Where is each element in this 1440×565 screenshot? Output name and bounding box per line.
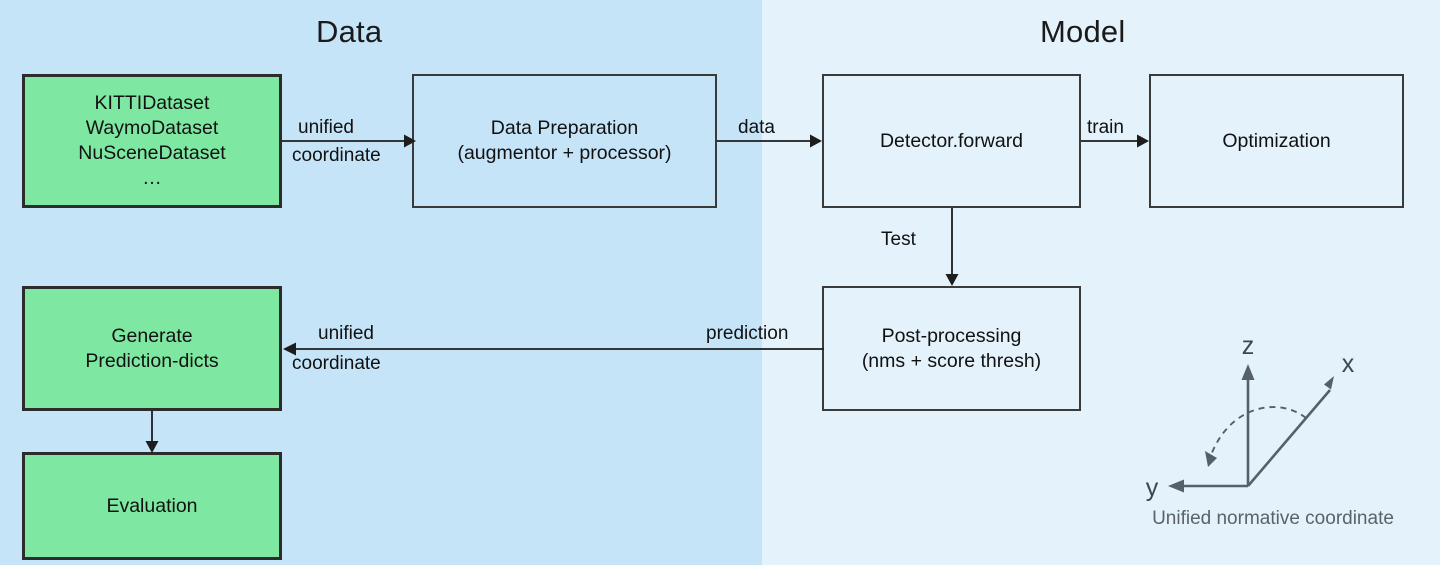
panel-title-model: Model (1040, 14, 1126, 49)
node-generate-prediction-dicts[interactable]: Generate Prediction-dicts (22, 286, 282, 411)
edge-label-prediction: prediction (706, 323, 789, 344)
edge-label-data: data (738, 117, 775, 138)
node-evaluation[interactable]: Evaluation (22, 452, 282, 560)
edge-post-processing-to-generate (282, 332, 824, 366)
edge-label-test: Test (881, 229, 916, 250)
edge-detector-to-optimization (1081, 124, 1151, 158)
node-datasets[interactable]: KITTIDataset WaymoDataset NuSceneDataset… (22, 74, 282, 208)
edge-datasets-to-data-preparation (282, 124, 418, 158)
node-optimization[interactable]: Optimization (1149, 74, 1404, 208)
edge-label-coordinate-bottom: coordinate (292, 353, 381, 374)
coordinate-widget-caption: Unified normative coordinate (1152, 508, 1394, 529)
edge-label-unified-bottom: unified (318, 323, 374, 344)
edge-data-preparation-to-detector (717, 124, 824, 158)
edge-generate-to-evaluation (140, 411, 166, 455)
edge-label-unified-top: unified (298, 117, 354, 138)
node-data-preparation[interactable]: Data Preparation (augmentor + processor) (412, 74, 717, 208)
node-post-processing[interactable]: Post-processing (nms + score thresh) (822, 286, 1081, 411)
edge-label-train: train (1087, 117, 1124, 138)
coordinate-axes-widget: z x y (1118, 318, 1428, 548)
panel-model (762, 0, 1440, 565)
edge-detector-to-post-processing (940, 208, 966, 288)
axis-label-y-text: y (1146, 474, 1159, 502)
axis-label-x-text: x (1342, 350, 1355, 378)
edge-label-coordinate-top: coordinate (292, 145, 381, 166)
node-detector-forward[interactable]: Detector.forward (822, 74, 1081, 208)
axis-label-z-text: z (1242, 332, 1255, 360)
panel-title-data: Data (316, 14, 383, 49)
